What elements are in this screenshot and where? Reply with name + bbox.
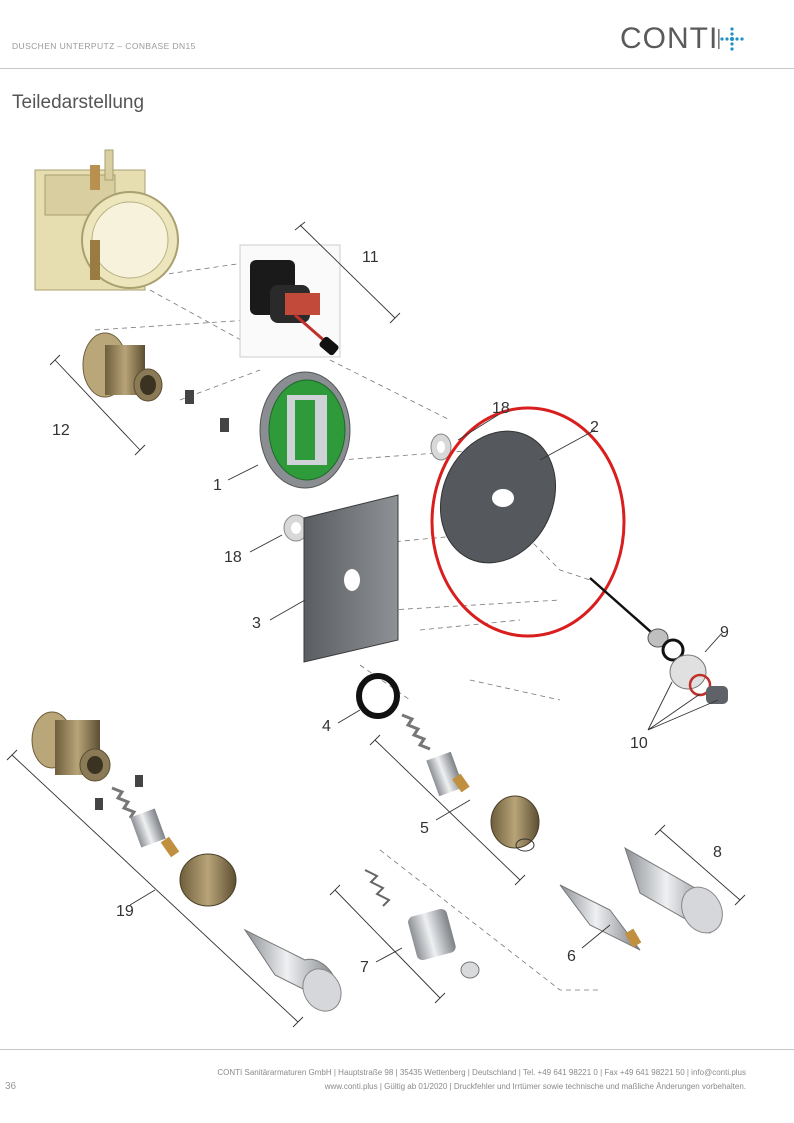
page-title: Teiledarstellung [12, 92, 145, 113]
part-5-bracket [369, 734, 526, 886]
part-label-1: 1 [213, 477, 222, 494]
part-18-washer-upper [430, 433, 452, 461]
leader-lines [129, 414, 723, 963]
header-subtitle: DUSCHEN UNTERPUTZ – CONBASE DN15 [12, 41, 196, 51]
part-label-18-upper: 18 [492, 400, 510, 417]
part-label-7: 7 [360, 959, 369, 976]
mounting-box [34, 149, 179, 291]
part-label-12: 12 [52, 422, 70, 439]
part-19-valve-assembly [31, 711, 342, 1012]
conti-logo: CONTI [620, 22, 719, 55]
part-3-square-cover-plate [303, 494, 399, 663]
part-12-brass-body [82, 332, 229, 432]
part-12-bracket [49, 354, 146, 456]
part-label-4: 4 [322, 718, 331, 735]
part-label-6: 6 [567, 948, 576, 965]
highlight-circle [430, 406, 626, 638]
header-rule [0, 68, 794, 69]
part-label-19: 19 [116, 903, 134, 920]
part-11-diverter [239, 244, 341, 358]
part-6-chrome-cartridge [559, 884, 642, 951]
part-7-spring-cap [364, 869, 480, 979]
footer-line-2: www.conti.plus | Gültig ab 01/2020 | Dru… [324, 1082, 746, 1091]
part-label-10: 10 [630, 735, 648, 752]
part-4-o-ring [356, 673, 400, 719]
part-19-bracket [6, 749, 304, 1028]
part-label-18-lower: 18 [224, 549, 242, 566]
part-label-2: 2 [590, 419, 599, 436]
page-number: 36 [5, 1081, 17, 1092]
part-8-chrome-handle [624, 846, 723, 934]
footer-rule [0, 1049, 794, 1050]
part-label-8: 8 [713, 844, 722, 861]
logo-plus-icon [718, 27, 744, 51]
part-18-washer-lower [283, 514, 309, 542]
part-9-10-handle-assembly [589, 577, 728, 704]
part-7-bracket [329, 884, 446, 1004]
footer-line-1: CONTI Sanitärarmaturen GmbH | Hauptstraß… [217, 1068, 746, 1077]
part-label-9: 9 [720, 624, 729, 641]
part-label-3: 3 [252, 615, 261, 632]
part-8-bracket [654, 824, 746, 906]
part-5-cartridge [401, 713, 540, 852]
part-1-mounting-frame [259, 371, 351, 489]
part-label-11: 11 [362, 249, 379, 266]
part-2-round-cover-plate [439, 430, 557, 564]
part-label-5: 5 [420, 820, 429, 837]
exploded-parts-diagram: 11 12 1 18 2 18 3 4 9 10 5 8 19 6 7 [6, 149, 746, 1028]
part-11-bracket [294, 221, 401, 324]
